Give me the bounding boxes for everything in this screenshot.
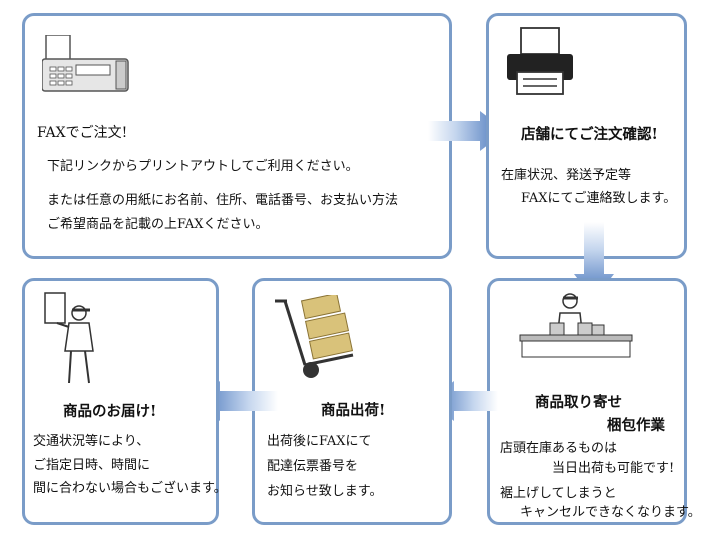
fax-order-title: FAXでご注文! bbox=[37, 125, 128, 141]
packing-title-1: 商品取り寄せ bbox=[535, 394, 622, 411]
shipping-title: 商品出荷! bbox=[321, 402, 386, 419]
delivery-text-1: 交通状況等により、 bbox=[33, 434, 150, 449]
step-store-confirm: 店舗にてご注文確認! 在庫状況、発送予定等 FAXにてご連絡致します。 bbox=[486, 13, 687, 259]
shipping-text-1: 出荷後にFAXにて bbox=[267, 434, 372, 449]
store-confirm-text-2: FAXにてご連絡致します。 bbox=[521, 191, 677, 206]
delivery-person-icon bbox=[44, 292, 94, 384]
store-confirm-text-1: 在庫状況、発送予定等 bbox=[501, 168, 632, 183]
delivery-text-3: 間に合わない場合もございます。 bbox=[33, 481, 227, 496]
fax-icon bbox=[42, 35, 129, 92]
delivery-text-2: ご指定日時、時間に bbox=[33, 458, 151, 473]
fax-order-text-2: または任意の用紙にお名前、住所、電話番号、お支払い方法 bbox=[47, 193, 399, 208]
shipping-text-2: 配達伝票番号を bbox=[267, 459, 359, 474]
fax-order-text-3: ご希望商品を記載の上FAXください。 bbox=[47, 217, 269, 232]
packing-text-1: 店頭在庫あるものは bbox=[500, 441, 618, 456]
packing-text-4: キャンセルできなくなります。 bbox=[520, 505, 701, 520]
packing-title-2: 梱包作業 bbox=[607, 417, 665, 434]
shipping-text-3: お知らせ致します。 bbox=[267, 484, 383, 499]
packing-worker-icon bbox=[519, 293, 633, 358]
printer-icon bbox=[507, 27, 573, 95]
hand-truck-icon bbox=[275, 295, 354, 378]
step-fax-order: FAXでご注文! 下記リンクからプリントアウトしてご利用ください。 または任意の… bbox=[22, 13, 452, 259]
step-delivery: 商品のお届け! 交通状況等により、 ご指定日時、時間に 間に合わない場合もござい… bbox=[22, 278, 227, 525]
delivery-title: 商品のお届け! bbox=[63, 403, 157, 420]
fax-order-text-1: 下記リンクからプリントアウトしてご利用ください。 bbox=[47, 159, 359, 174]
step-packing: 商品取り寄せ 梱包作業 店頭在庫あるものは 当日出荷も可能です! 裾上げしてしま… bbox=[487, 278, 701, 525]
packing-text-2: 当日出荷も可能です! bbox=[552, 461, 675, 476]
step-shipping: 商品出荷! 出荷後にFAXにて 配達伝票番号を お知らせ致します。 bbox=[252, 278, 452, 525]
store-confirm-title: 店舗にてご注文確認! bbox=[521, 126, 658, 143]
packing-text-3: 裾上げしてしまうと bbox=[500, 486, 617, 501]
